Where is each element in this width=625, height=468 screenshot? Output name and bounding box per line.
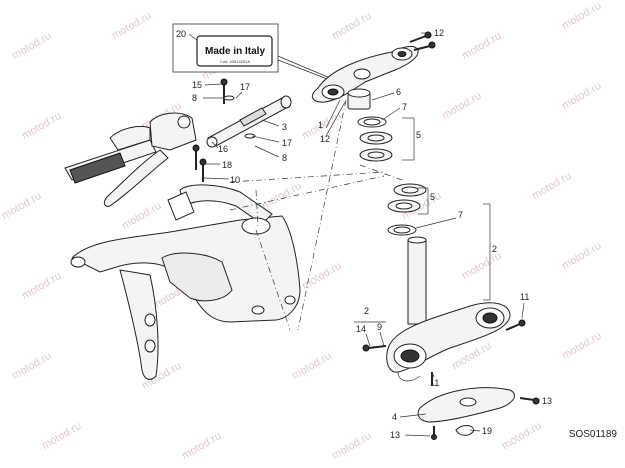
upper-triple-clamp bbox=[311, 45, 419, 103]
top-bolts bbox=[409, 31, 436, 51]
frame bbox=[70, 184, 301, 380]
leader-lines bbox=[188, 32, 540, 437]
label-plate-small-text: Cod. 43514251A bbox=[220, 59, 250, 64]
callout-2-right: 2 bbox=[492, 244, 497, 254]
callout-8-top: 8 bbox=[192, 93, 197, 103]
assembly-lines bbox=[229, 99, 403, 331]
callout-16: 16 bbox=[218, 144, 228, 154]
callout-17-bottom: 17 bbox=[282, 138, 292, 148]
callout-12-top: 12 bbox=[434, 28, 444, 38]
lower-cover bbox=[417, 387, 540, 440]
callout-7-lower: 7 bbox=[458, 210, 463, 220]
callout-3: 3 bbox=[282, 122, 287, 132]
callout-8-bottom: 8 bbox=[282, 153, 287, 163]
label-plate-group: Made in Italy Cod. 43514251A bbox=[172, 23, 331, 81]
callouts: 12 20 15 8 17 3 17 8 16 18 10 1 12 6 7 5… bbox=[176, 28, 552, 440]
callout-6: 6 bbox=[396, 87, 401, 97]
callout-19: 19 bbox=[482, 426, 492, 436]
callout-20: 20 bbox=[176, 29, 186, 39]
callout-4: 4 bbox=[392, 412, 397, 422]
callout-1: 1 bbox=[318, 120, 323, 130]
callout-11-lower: 11 bbox=[430, 378, 439, 388]
drawing-code: SOS01189 bbox=[568, 429, 617, 440]
lower-steering-assembly bbox=[362, 183, 526, 386]
callout-18: 18 bbox=[222, 160, 232, 170]
callout-7-top: 7 bbox=[402, 102, 407, 112]
callout-15: 15 bbox=[192, 80, 202, 90]
handlebar-assembly bbox=[64, 112, 197, 207]
callout-17-top: 17 bbox=[240, 82, 250, 92]
callout-11-right: 11 bbox=[520, 292, 529, 302]
callout-12-lower: 12 bbox=[320, 134, 330, 144]
callout-5-top: 5 bbox=[416, 130, 421, 140]
label-plate bbox=[196, 35, 273, 67]
callout-5-lower: 5 bbox=[430, 192, 435, 202]
callout-14: 14 bbox=[356, 324, 366, 334]
callout-10: 10 bbox=[230, 175, 240, 185]
upper-bearing-stack bbox=[347, 88, 393, 162]
callout-2-left: 2 bbox=[364, 306, 369, 316]
callout-9: 9 bbox=[377, 322, 382, 332]
callout-13-right: 13 bbox=[542, 396, 552, 406]
steering-damper bbox=[192, 78, 292, 182]
callout-13-left: 13 bbox=[390, 430, 400, 440]
label-plate-text: Made in Italy bbox=[205, 46, 265, 57]
